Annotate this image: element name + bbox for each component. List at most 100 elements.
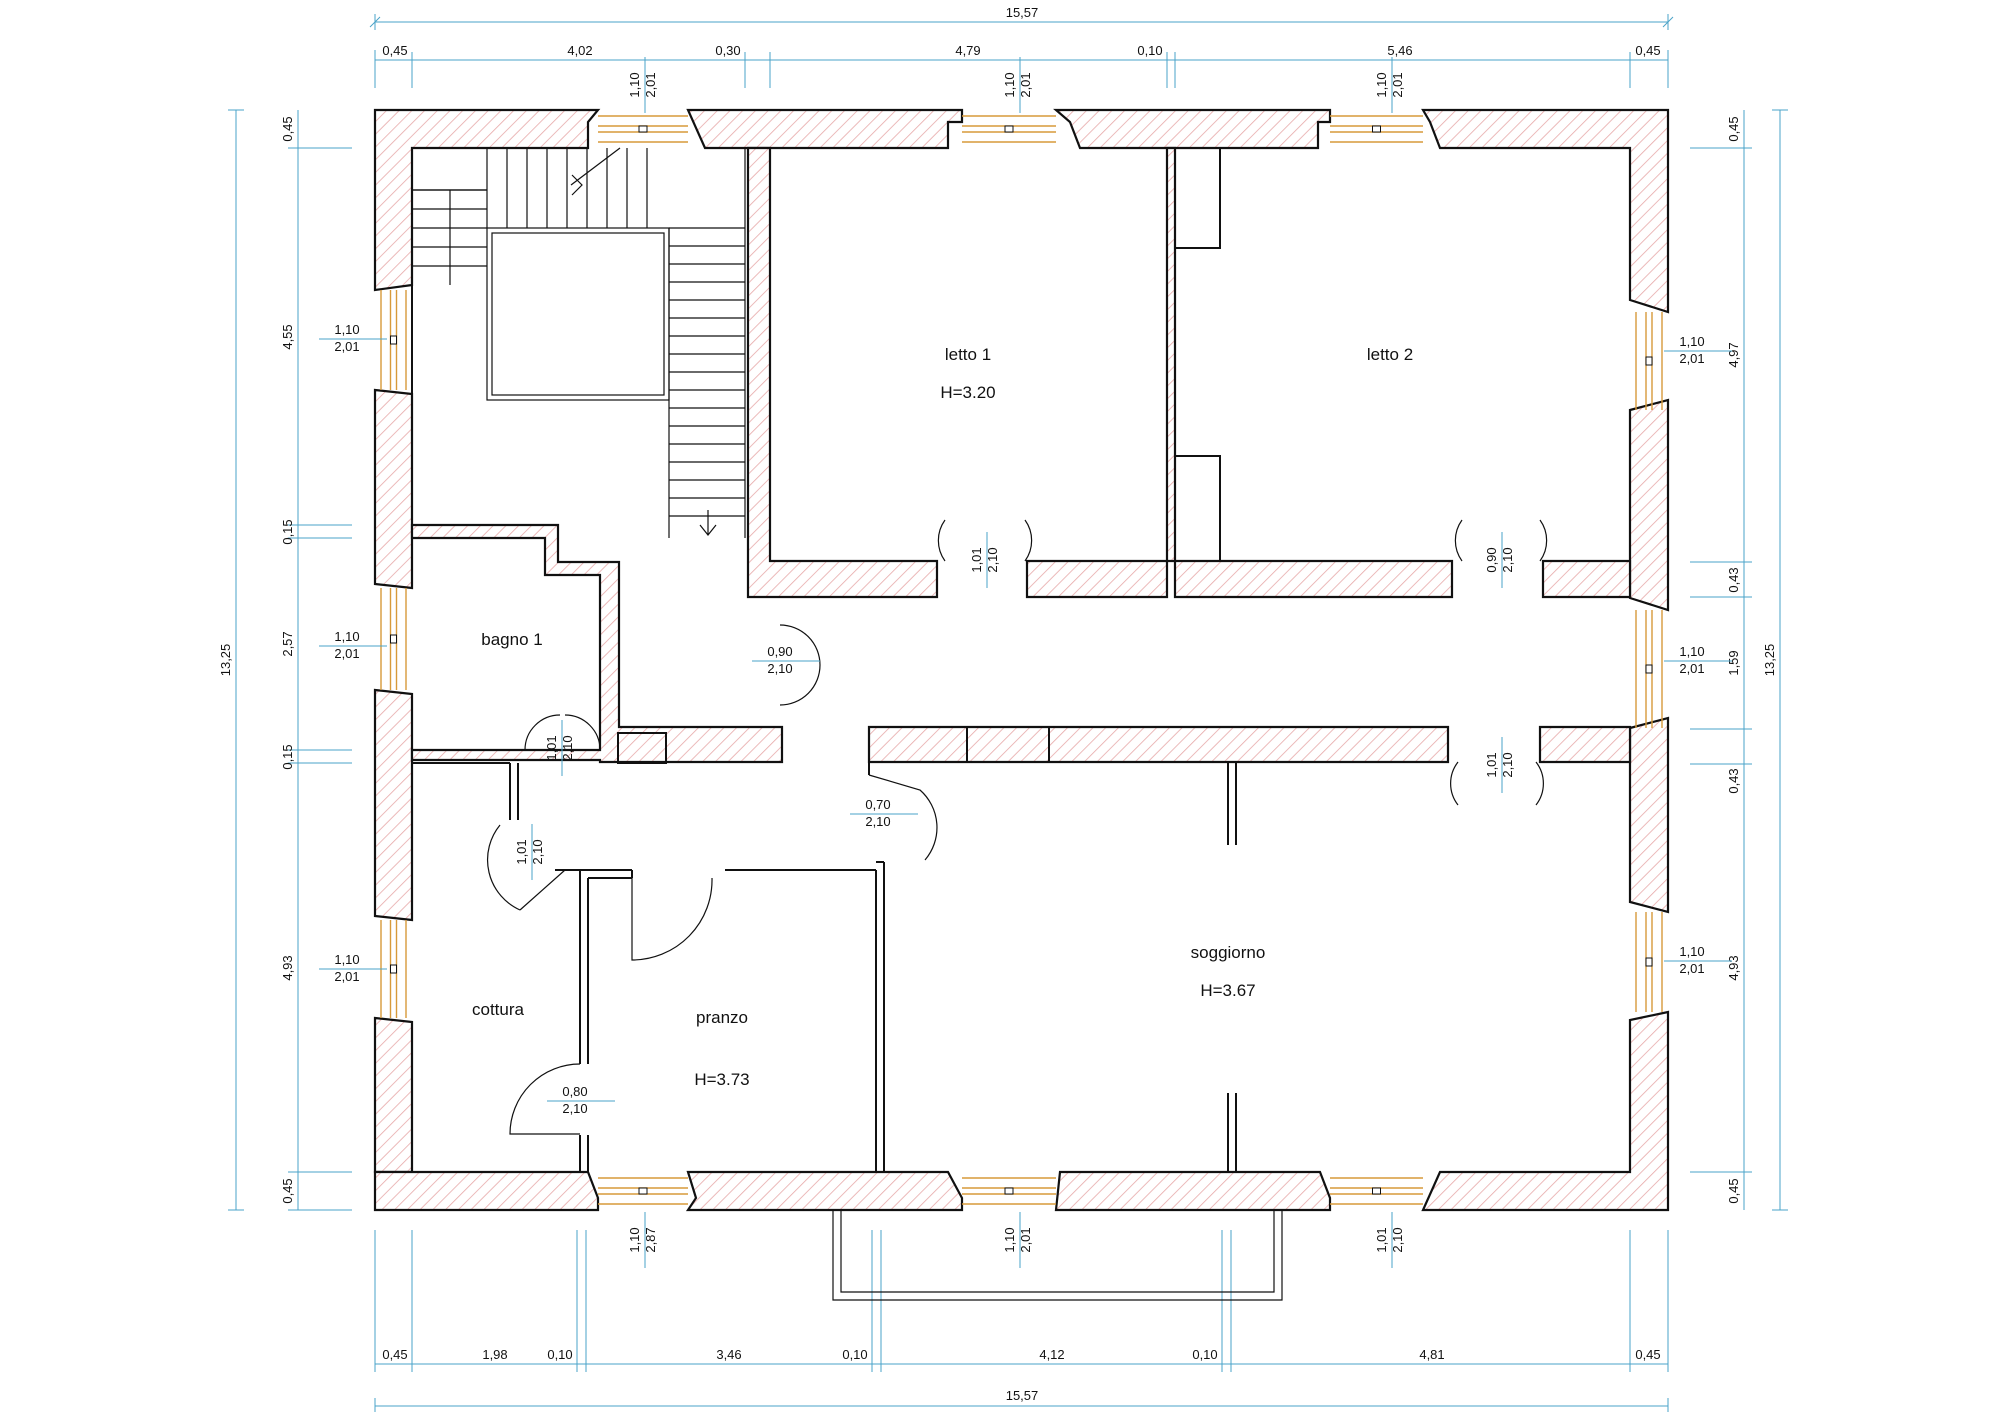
opening-height-label: 2,10 [560,735,575,760]
dim-right-seg: 0,45 [1726,1178,1741,1203]
opening-height-label: 2,10 [1500,752,1515,777]
wall-letto1-bottom-a [746,146,939,599]
wall-top-mid1 [686,108,964,150]
wall-top-mid2 [1053,108,1332,150]
room-letto1-height: H=3.20 [940,383,995,402]
dim-right-seg: 4,93 [1726,955,1741,980]
opening-width-label: 1,10 [1679,644,1704,659]
opening-height-label: 2,01 [334,339,359,354]
door-letto1 [937,519,1033,562]
opening-width-label: 1,10 [1679,944,1704,959]
opening-height-label: 2,10 [1500,547,1515,572]
chimney [966,726,1050,763]
door-cottura-corridor [486,824,566,911]
opening-width-label: 1,01 [969,547,984,572]
dim-left-seg: 2,57 [280,631,295,656]
room-pranzo-height: H=3.73 [694,1070,749,1089]
dim-bottom-seg: 4,12 [1039,1347,1064,1362]
opening-height-label: 2,10 [1390,1227,1405,1252]
wall-bagno-east [410,523,784,764]
wall-west-a [373,388,414,590]
dim-bottom-seg: 0,45 [1635,1347,1660,1362]
exterior-walls [373,108,1670,1212]
room-pranzo: pranzo [696,1008,748,1027]
dim-left-seg: 0,45 [280,116,295,141]
opening-height-label: 2,01 [643,72,658,97]
door-bagno-corridor [779,624,821,706]
opening-width-label: 1,10 [627,72,642,97]
balcony [832,1210,1283,1301]
dim-right-seg: 1,59 [1726,650,1741,675]
opening-width-label: 1,10 [334,952,359,967]
opening-width-label: 1,01 [544,735,559,760]
dim-left-seg: 0,15 [280,519,295,544]
wall-east-a [1628,398,1670,612]
opening-height-label: 2,10 [767,661,792,676]
room-labels: letto 1 H=3.20 letto 2 bagno 1 cottura p… [472,345,1413,1089]
wall-letto2-bottom-b [1541,559,1632,599]
outline-stair-corridor [411,148,620,727]
wall-bottom-mid2 [1054,1170,1332,1212]
dim-top-seg: 0,10 [1137,43,1162,58]
dim-top-seg: 0,30 [715,43,740,58]
opening-width-label: 0,90 [767,644,792,659]
door-pranzo [631,877,713,961]
dimension-labels: 15,57 0,45 4,02 0,30 4,79 0,10 5,46 0,45… [218,5,1777,1403]
opening-width-label: 1,10 [1679,334,1704,349]
windows [380,115,1663,1205]
dim-bottom-total: 15,57 [1006,1388,1039,1403]
opening-height-label: 2,10 [865,814,890,829]
dim-top-seg: 0,45 [382,43,407,58]
dim-right-seg: 0,43 [1726,768,1741,793]
room-soggiorno-height: H=3.67 [1200,981,1255,1000]
opening-width-label: 0,90 [1484,547,1499,572]
dim-bottom-seg: 0,10 [1192,1347,1217,1362]
outline-bagno [412,537,601,751]
dim-right-total: 13,25 [1762,644,1777,677]
dim-bottom-seg: 4,81 [1419,1347,1444,1362]
room-cottura: cottura [472,1000,525,1019]
dim-right-seg: 4,97 [1726,342,1741,367]
wall-bottom-west [373,1170,600,1212]
dim-bottom-seg: 3,46 [716,1347,741,1362]
opening-height-label: 2,01 [1390,72,1405,97]
opening-height-label: 2,10 [985,547,1000,572]
room-letto1: letto 1 [945,345,991,364]
opening-height-label: 2,01 [334,969,359,984]
dim-left-seg: 0,15 [280,744,295,769]
opening-width-label: 1,10 [1374,72,1389,97]
wall-partition-letto [1165,146,1177,563]
opening-height-label: 2,01 [1018,72,1033,97]
door-soggiorno-corridor [1450,761,1544,806]
door-letto2 [1454,519,1548,562]
closet-lower [1174,455,1221,562]
opening-width-label: 1,10 [334,629,359,644]
dim-left-seg: 4,93 [280,955,295,980]
dim-top-seg: 0,45 [1635,43,1660,58]
room-soggiorno: soggiorno [1191,943,1266,962]
wall-bottom-east [1421,1010,1670,1212]
shaft [617,732,667,764]
dim-left-seg: 4,55 [280,324,295,349]
opening-width-label: 1,01 [1484,752,1499,777]
wall-soggiorno-top-b [1538,725,1632,764]
wall-top-west [373,108,601,292]
wall-soggiorno-top-a [867,725,1450,764]
dim-top-total: 15,57 [1006,5,1039,20]
closet-upper [1174,147,1221,249]
dim-bottom-seg: 1,98 [482,1347,507,1362]
room-bagno1: bagno 1 [481,630,542,649]
opening-height-label: 2,10 [562,1101,587,1116]
wall-bottom-mid1 [685,1170,964,1212]
dim-right-seg: 0,45 [1726,116,1741,141]
opening-height-label: 2,01 [1679,661,1704,676]
opening-width-label: 1,10 [1002,1227,1017,1252]
door-cottura-pranzo [509,1063,581,1135]
dim-left-total: 13,25 [218,644,233,677]
door-swings [486,519,1548,1135]
opening-width-label: 1,01 [1374,1227,1389,1252]
door-soggiorno [868,774,938,861]
opening-height-label: 2,10 [530,839,545,864]
